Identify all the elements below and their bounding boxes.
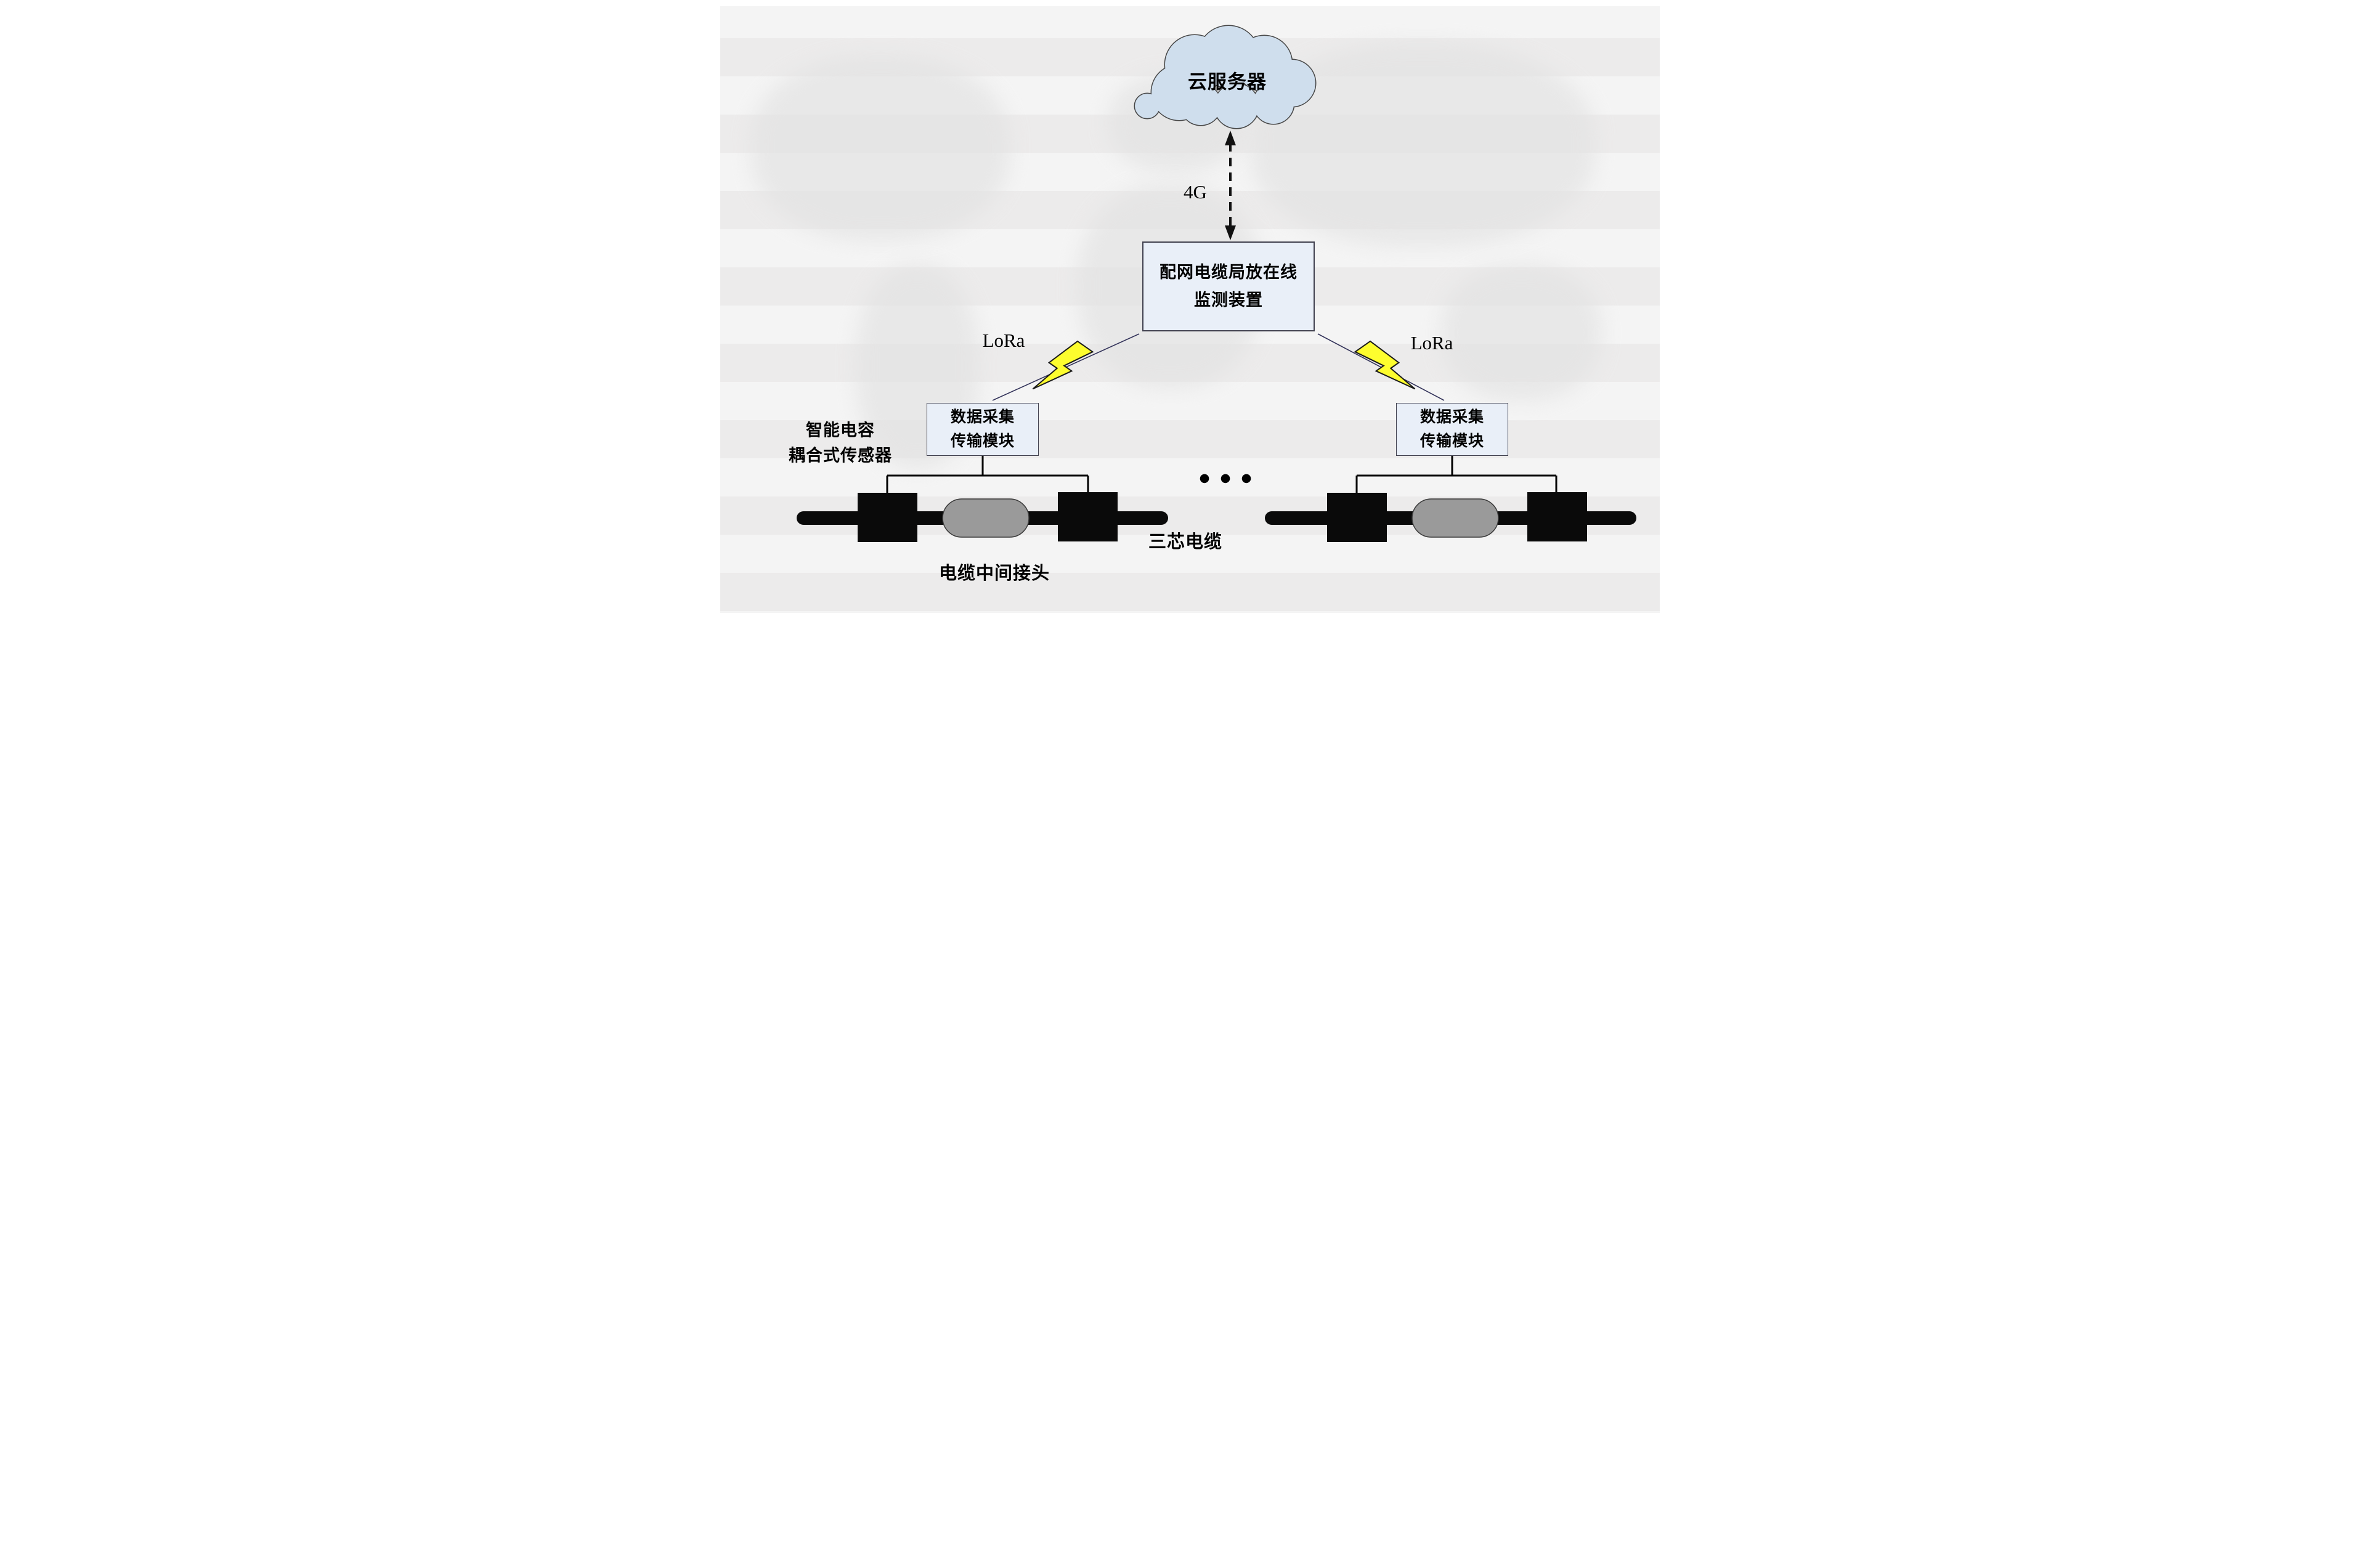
- cable-joint-right: [1411, 498, 1499, 538]
- data-module-right-box: 数据采集 传输模块: [1396, 403, 1508, 456]
- cable-assembly-left: [797, 492, 1168, 542]
- connector-right: [1355, 456, 1558, 494]
- link-lora-right-label: LoRa: [1410, 332, 1453, 354]
- cloud-server-shape: [1134, 25, 1317, 129]
- data-module-left-box: 数据采集 传输模块: [927, 403, 1039, 456]
- joint-annotation: 电缆中间接头: [938, 564, 1050, 583]
- lightning-bolt-left: [1032, 340, 1094, 390]
- cable-annotation: 三芯电缆: [1148, 532, 1223, 552]
- link-lora-left-label: LoRa: [982, 330, 1025, 351]
- monitor-device-box: 配网电缆局放在线 监测装置: [1142, 241, 1315, 331]
- data-module-left-line1: 数据采集: [950, 408, 1015, 426]
- sensor-left-a: [858, 493, 917, 542]
- continuation-dots: ● ● ●: [1198, 466, 1254, 490]
- sensor-annotation-line1: 智能电容: [806, 421, 875, 440]
- sensor-annotation: 智能电容 耦合式传感器: [789, 418, 892, 468]
- map-landmass-north-america: [751, 55, 1010, 240]
- sensor-right-a: [1327, 493, 1387, 542]
- monitor-device-label-line1: 配网电缆局放在线: [1160, 263, 1298, 282]
- lightning-bolt-right: [1354, 340, 1416, 390]
- link-4g-arrow: [1225, 131, 1236, 240]
- sensor-left-b: [1058, 492, 1118, 541]
- link-4g-label: 4G: [1184, 181, 1207, 203]
- cable-joint-left: [942, 498, 1030, 538]
- data-module-right-line2: 传输模块: [1419, 432, 1484, 450]
- sensor-annotation-line2: 耦合式传感器: [789, 446, 892, 464]
- cable-assembly-right: [1265, 492, 1636, 542]
- map-landmass-australia: [1441, 265, 1601, 400]
- monitor-device-label-line2: 监测装置: [1194, 291, 1263, 309]
- connector-left: [886, 456, 1089, 494]
- data-module-right-line1: 数据采集: [1419, 408, 1484, 426]
- cloud-server-label: 云服务器: [1188, 71, 1267, 93]
- diagram-canvas: 云服务器 4G 配网电缆局放在线 监测装置 LoRa LoRa 数据采集 传输模…: [714, 0, 1666, 619]
- sensor-right-b: [1527, 492, 1587, 541]
- data-module-left-line2: 传输模块: [950, 432, 1015, 450]
- diagram-shapes: [797, 25, 1636, 542]
